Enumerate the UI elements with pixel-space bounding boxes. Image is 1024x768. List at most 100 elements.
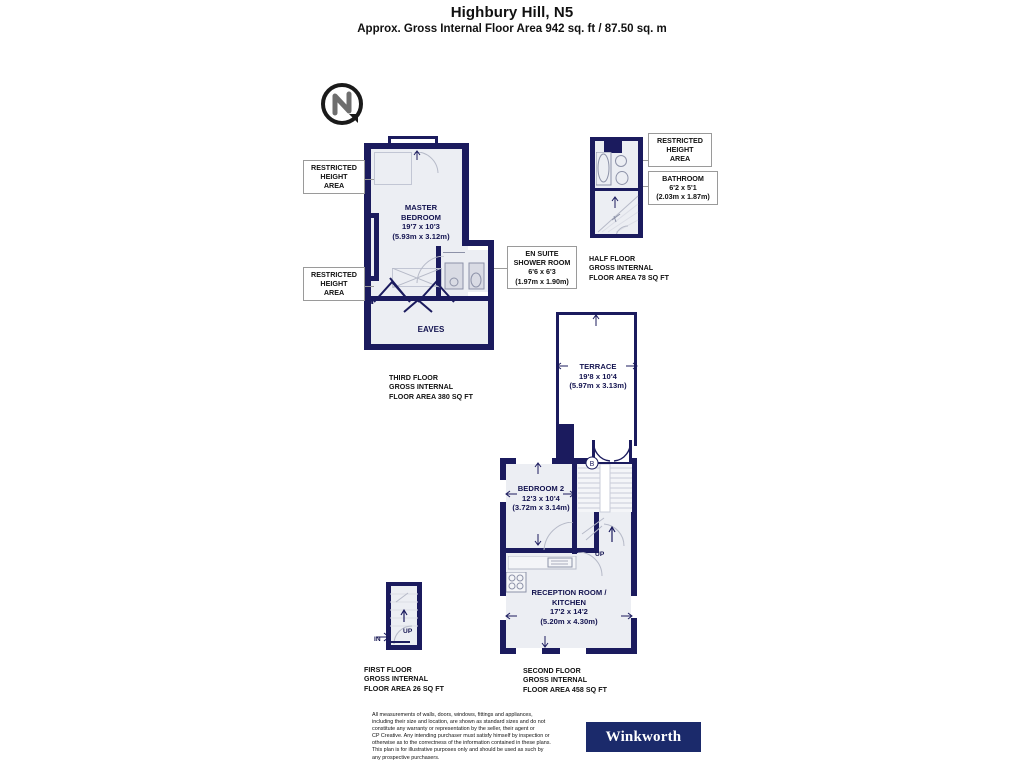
door-swing-ensuite-icon bbox=[416, 256, 445, 284]
window-left-1 bbox=[500, 480, 506, 502]
half-wall-right bbox=[638, 137, 643, 238]
french-doors-icon bbox=[592, 440, 632, 462]
wall-dormer-top bbox=[388, 136, 438, 139]
half-wall-mid bbox=[594, 188, 642, 191]
first-wall-right bbox=[417, 582, 422, 650]
stair-enclosure-wall bbox=[572, 462, 577, 554]
half-floor-area-caption: HALF FLOOR GROSS INTERNAL FLOOR AREA 78 … bbox=[589, 255, 670, 282]
up-arrow-icon bbox=[608, 525, 616, 542]
entrance-arrow-icon bbox=[376, 632, 390, 642]
fitting-line-6 bbox=[392, 286, 442, 287]
terrace-wall-right bbox=[634, 312, 637, 446]
half-restricted-height-callout: RESTRICTED HEIGHT AREA bbox=[648, 133, 712, 167]
terrace-label: TERRACE 19'8 x 10'4 (5.97m x 3.13m) bbox=[569, 362, 627, 391]
wall-ensuite-left bbox=[436, 246, 441, 298]
fitting-line-8 bbox=[441, 268, 442, 287]
wc-icon bbox=[615, 171, 629, 185]
terrace-wall-left bbox=[556, 312, 559, 446]
eaves-pitch-icon bbox=[403, 298, 433, 313]
window-bottom-1 bbox=[516, 648, 542, 654]
half-wall-partition bbox=[604, 141, 622, 153]
second-wall-divider bbox=[500, 548, 575, 553]
winkworth-logo-text: Winkworth bbox=[605, 728, 682, 745]
eaves-label: EAVES bbox=[417, 325, 445, 334]
fitting-line-5 bbox=[392, 268, 442, 269]
dimension-arrows bbox=[413, 150, 421, 160]
wall-eaves-divider bbox=[368, 296, 494, 301]
half-floor-stairs-icon bbox=[597, 195, 639, 234]
bathtub-icon bbox=[596, 152, 612, 186]
second-floor-area-caption: SECOND FLOOR GROSS INTERNAL FLOOR AREA 4… bbox=[523, 667, 608, 694]
second-wall-top bbox=[500, 458, 637, 464]
fitting-line-4 bbox=[374, 152, 375, 185]
wall-top bbox=[364, 143, 469, 149]
first-floor-stairs-icon bbox=[390, 592, 418, 645]
hob-icon bbox=[506, 572, 527, 593]
first-floor-up-label: UP bbox=[403, 628, 413, 635]
bedroom2-dimension-arrows bbox=[505, 462, 575, 546]
restricted-height-bottom-callout: RESTRICTED HEIGHT AREA bbox=[303, 267, 365, 301]
disclaimer-text: All measurements of walls, doors, window… bbox=[372, 712, 551, 761]
first-wall-top bbox=[386, 582, 422, 586]
toilet-icon bbox=[468, 262, 485, 290]
leader-ensuite bbox=[494, 268, 508, 269]
en-suite-callout: EN SUITE SHOWER ROOM 6'6 x 6'3 (1.97m x … bbox=[507, 246, 577, 289]
half-wall-bottom bbox=[590, 234, 643, 238]
french-doors-area bbox=[592, 440, 630, 462]
half-wall-top bbox=[590, 137, 643, 141]
wall-jog-left-vert bbox=[374, 213, 379, 281]
third-floor-area-caption: THIRD FLOOR GROSS INTERNAL FLOOR AREA 38… bbox=[389, 374, 474, 401]
wall-dormer-left bbox=[388, 136, 391, 145]
wall-bottom-right bbox=[488, 296, 494, 348]
winkworth-logo: Winkworth bbox=[586, 722, 701, 752]
half-wall-left bbox=[590, 137, 595, 238]
hall-door-icon bbox=[578, 552, 603, 577]
fitting-line-7 bbox=[392, 268, 393, 287]
eaves-floor bbox=[372, 300, 490, 346]
terrace-wall-strut bbox=[556, 424, 574, 466]
second-wall-left bbox=[500, 458, 506, 654]
window-top-1 bbox=[516, 458, 552, 464]
restricted-height-top-callout: RESTRICTED HEIGHT AREA bbox=[303, 160, 365, 194]
stair-wall-bottom bbox=[577, 548, 599, 553]
shower-icon bbox=[444, 262, 464, 290]
leader-restricted-bottom bbox=[360, 286, 374, 287]
wall-right-upper bbox=[462, 143, 469, 243]
bedroom2-label: BEDROOM 2 12'3 x 10'4 (3.72m x 3.14m) bbox=[512, 484, 570, 513]
wall-ensuite-top bbox=[462, 240, 494, 246]
kitchen-counter-icon bbox=[508, 556, 577, 570]
fitting-line-1 bbox=[374, 152, 412, 153]
half-floor-arrow-icon bbox=[611, 196, 619, 208]
wall-ensuite-right bbox=[488, 240, 494, 302]
terrace-wall-top bbox=[556, 312, 637, 315]
reception-dimension-arrows bbox=[505, 612, 633, 648]
wall-left bbox=[364, 143, 371, 350]
window-right-1 bbox=[631, 596, 637, 618]
reception-kitchen-label: RECEPTION ROOM / KITCHEN 17'2 x 14'2 (5.… bbox=[531, 588, 607, 626]
basin-icon bbox=[615, 155, 627, 167]
terrace-floor bbox=[558, 314, 636, 444]
svg-text:B: B bbox=[590, 461, 595, 468]
page-title: Highbury Hill, N5 bbox=[450, 4, 574, 21]
first-floor-area-caption: FIRST FLOOR GROSS INTERNAL FLOOR AREA 26… bbox=[364, 666, 445, 693]
window-bottom-2 bbox=[560, 648, 586, 654]
page-subtitle: Approx. Gross Internal Floor Area 942 sq… bbox=[357, 23, 667, 35]
second-floor-stairs-icon bbox=[578, 464, 632, 547]
first-wall-left bbox=[386, 582, 391, 650]
wall-jog-left-upper bbox=[364, 213, 378, 218]
wall-bottom bbox=[364, 344, 494, 350]
wall-jog-left-lower bbox=[364, 276, 378, 281]
first-wall-bottom bbox=[386, 645, 422, 650]
fitting-line-3 bbox=[411, 152, 412, 185]
roof-pitch-icon bbox=[371, 277, 455, 304]
compass-north-icon bbox=[318, 80, 368, 130]
boiler-marker-icon: B bbox=[585, 456, 599, 470]
leader-restricted-top bbox=[364, 179, 374, 180]
bedroom2-door-icon bbox=[543, 522, 574, 551]
door-swing-icon bbox=[414, 152, 439, 174]
window-left-2 bbox=[500, 596, 506, 620]
second-wall-right bbox=[631, 458, 637, 654]
first-floor-up-arrow-icon bbox=[400, 608, 408, 622]
master-bedroom-label: MASTER BEDROOM 19'7 x 10'3 (5.93m x 3.12… bbox=[392, 203, 450, 241]
